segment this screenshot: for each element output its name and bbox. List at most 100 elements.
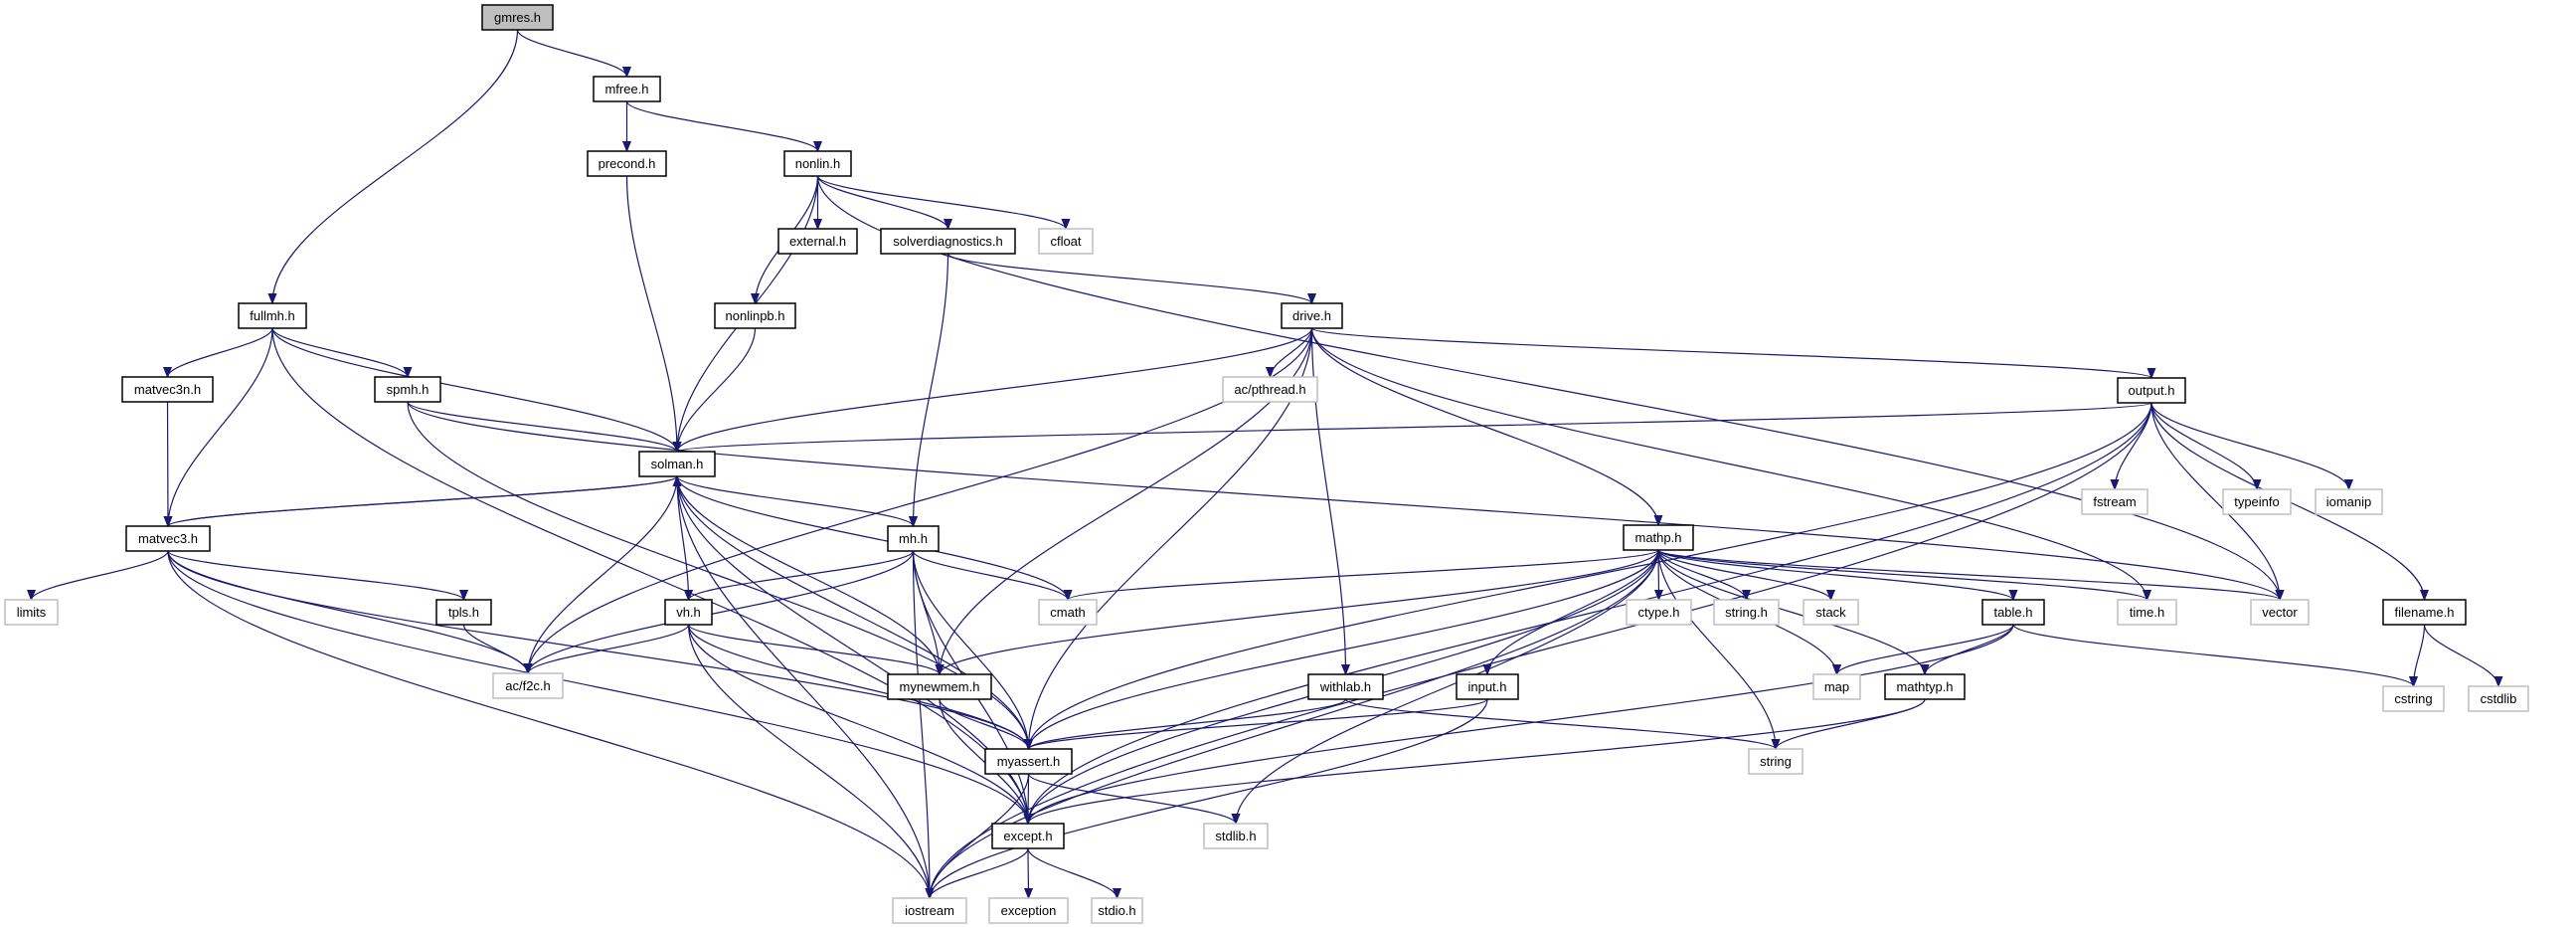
node-box-cstring[interactable] [2382,685,2445,712]
node-matvec3[interactable]: matvec3.h [125,525,211,552]
node-box-pthread[interactable] [1222,376,1318,403]
node-mh[interactable]: mh.h [887,525,940,552]
node-box-mathp[interactable] [1623,524,1694,551]
node-stack[interactable]: stack [1803,599,1859,626]
node-stdio[interactable]: stdio.h [1091,897,1143,924]
node-box-solman[interactable] [638,451,716,477]
node-vector[interactable]: vector [2250,599,2310,626]
node-label-matvec3: matvec3.h [138,531,198,546]
node-myassert[interactable]: myassert.h [984,748,1073,775]
node-box-exception[interactable] [988,897,1069,924]
node-box-tpls[interactable] [435,599,492,626]
node-solman[interactable]: solman.h [638,451,716,477]
edge-output-to-vector [2150,402,2280,600]
node-box-timeh[interactable] [2117,599,2177,626]
node-box-mynewmem[interactable] [887,673,992,700]
node-mathtyp[interactable]: mathtyp.h [1884,673,1966,700]
node-external[interactable]: external.h [777,228,858,255]
node-cstdlib[interactable]: cstdlib [2468,685,2529,712]
node-box-mathtyp[interactable] [1884,673,1966,700]
node-map[interactable]: map [1812,673,1861,700]
node-box-precond[interactable] [587,150,667,177]
node-vh[interactable]: vh.h [664,599,713,626]
node-typeinfo[interactable]: typeinfo [2222,488,2292,515]
node-mynewmem[interactable]: mynewmem.h [887,673,992,700]
node-box-fstream[interactable] [2081,488,2148,515]
node-input[interactable]: input.h [1456,673,1519,700]
node-except[interactable]: except.h [991,823,1065,849]
node-solverdiagnostics[interactable]: solverdiagnostics.h [880,228,1016,255]
node-string[interactable]: string [1748,748,1803,775]
node-withlab[interactable]: withlab.h [1307,673,1384,700]
node-box-mh[interactable] [887,525,940,552]
node-precond[interactable]: precond.h [587,150,667,177]
edge-table-to-mathtyp [1925,624,2014,675]
node-drive[interactable]: drive.h [1281,302,1343,329]
node-pthread[interactable]: ac/pthread.h [1222,376,1318,403]
node-tpls[interactable]: tpls.h [435,599,492,626]
node-mathp[interactable]: mathp.h [1623,524,1694,551]
edge-fullmh-to-matvec3 [168,327,273,526]
node-box-stdlib[interactable] [1203,823,1269,849]
node-box-external[interactable] [777,228,858,255]
node-fullmh[interactable]: fullmh.h [238,302,307,329]
node-box-limits[interactable] [4,599,59,626]
node-spmh[interactable]: spmh.h [374,376,441,403]
node-fstream[interactable]: fstream [2081,488,2148,515]
node-box-f2c[interactable] [492,672,564,699]
node-label-external: external.h [789,234,846,249]
node-stdlib[interactable]: stdlib.h [1203,823,1269,849]
node-box-fullmh[interactable] [238,302,307,329]
node-iomanip[interactable]: iomanip [2315,488,2383,515]
node-box-stdio[interactable] [1091,897,1143,924]
node-nonlinpb[interactable]: nonlinpb.h [714,302,796,329]
node-box-stack[interactable] [1803,599,1859,626]
node-box-except[interactable] [991,823,1065,849]
node-mfree[interactable]: mfree.h [593,76,661,102]
node-nonlin[interactable]: nonlin.h [783,150,852,177]
node-cfloat[interactable]: cfloat [1038,228,1094,255]
node-gmres[interactable]: gmres.h [481,4,554,31]
node-cmath[interactable]: cmath [1038,599,1098,626]
edge-matvec3-to-limits [32,550,169,601]
node-box-cfloat[interactable] [1038,228,1094,255]
node-box-stringh[interactable] [1713,599,1780,626]
node-matvec3n[interactable]: matvec3n.h [121,376,214,403]
node-box-string[interactable] [1748,748,1803,775]
node-exception[interactable]: exception [988,897,1069,924]
node-box-solverdiagnostics[interactable] [880,228,1016,255]
node-box-nonlinpb[interactable] [714,302,796,329]
node-timeh[interactable]: time.h [2117,599,2177,626]
node-box-cmath[interactable] [1038,599,1098,626]
node-box-drive[interactable] [1281,302,1343,329]
node-iostream[interactable]: iostream [892,897,967,924]
node-cstring[interactable]: cstring [2382,685,2445,712]
node-box-table[interactable] [1981,599,2045,626]
node-box-iostream[interactable] [892,897,967,924]
node-box-gmres[interactable] [481,4,554,31]
node-box-output[interactable] [2117,377,2186,404]
node-filename[interactable]: filename.h [2382,599,2467,626]
node-box-typeinfo[interactable] [2222,488,2292,515]
node-box-myassert[interactable] [984,748,1073,775]
node-box-withlab[interactable] [1307,673,1384,700]
node-box-cstdlib[interactable] [2468,685,2529,712]
node-stringh[interactable]: string.h [1713,599,1780,626]
node-box-nonlin[interactable] [783,150,852,177]
node-box-input[interactable] [1456,673,1519,700]
node-table[interactable]: table.h [1981,599,2045,626]
node-box-matvec3n[interactable] [121,376,214,403]
node-box-mfree[interactable] [593,76,661,102]
node-box-spmh[interactable] [374,376,441,403]
node-box-filename[interactable] [2382,599,2467,626]
node-box-ctype[interactable] [1626,599,1692,626]
node-output[interactable]: output.h [2117,377,2186,404]
node-box-map[interactable] [1812,673,1861,700]
node-limits[interactable]: limits [4,599,59,626]
node-ctype[interactable]: ctype.h [1626,599,1692,626]
node-f2c[interactable]: ac/f2c.h [492,672,564,699]
node-box-vh[interactable] [664,599,713,626]
node-box-vector[interactable] [2250,599,2310,626]
node-box-iomanip[interactable] [2315,488,2383,515]
node-box-matvec3[interactable] [125,525,211,552]
